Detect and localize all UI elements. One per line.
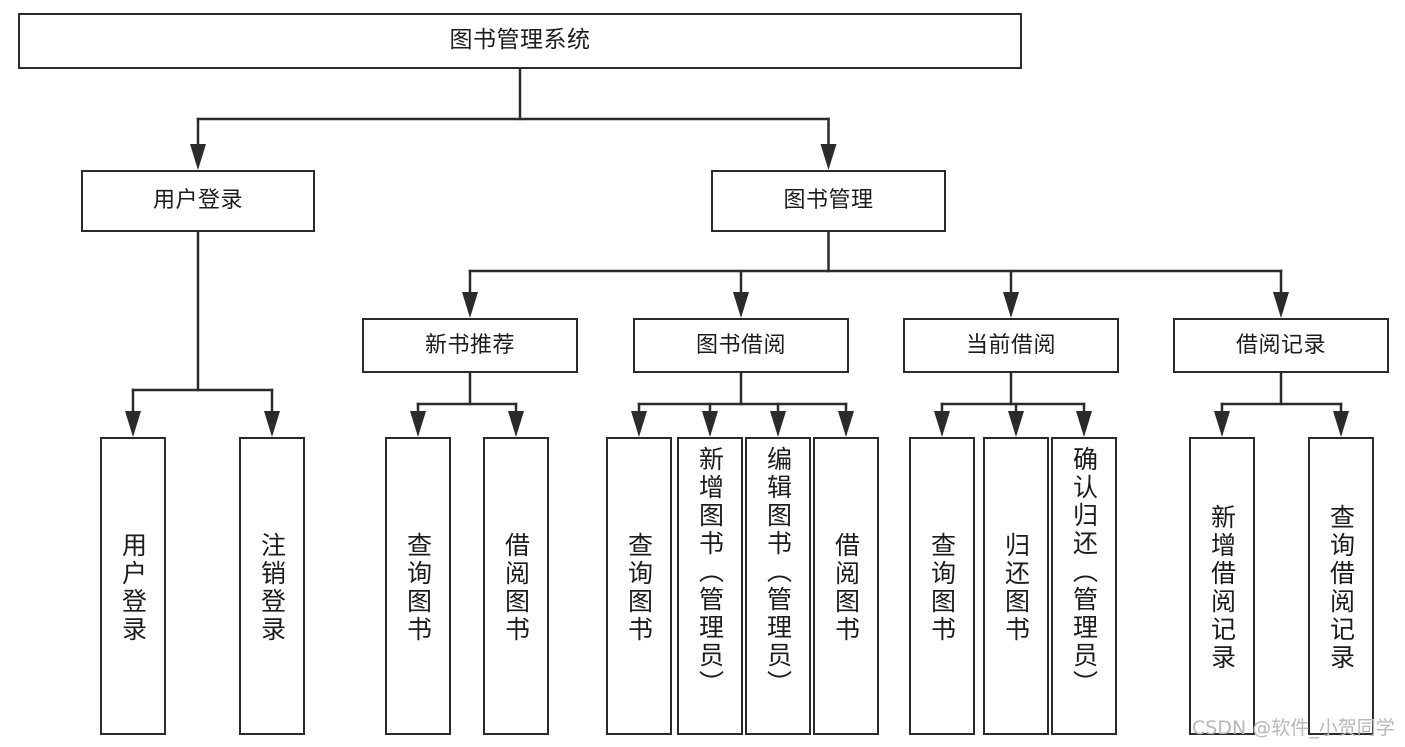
node-leaf-logout-login[interactable]: 注销登录 — [239, 437, 305, 735]
node-book-borrowing[interactable]: 图书借阅 — [633, 318, 849, 373]
node-user-login[interactable]: 用户登录 — [81, 170, 315, 232]
node-label: 注销登录 — [257, 532, 287, 644]
node-label: 借阅记录 — [1235, 332, 1326, 358]
node-leaf-add-book-admin[interactable]: 新增图书（管理员） — [677, 437, 743, 735]
node-leaf-add-borrow-record[interactable]: 新增借阅记录 — [1189, 437, 1255, 735]
node-label: 查询图书 — [624, 532, 654, 644]
node-leaf-borrow-book[interactable]: 借阅图书 — [813, 437, 879, 735]
node-label: 借阅图书 — [501, 532, 531, 644]
node-label: 查询借阅记录 — [1326, 504, 1356, 672]
node-label: 图书管理系统 — [449, 27, 591, 54]
node-leaf-query-book-borrow[interactable]: 查询图书 — [606, 437, 672, 735]
node-new-book-recommendation[interactable]: 新书推荐 — [362, 318, 578, 373]
node-label: 借阅图书 — [831, 532, 861, 644]
node-label: 确认归还（管理员） — [1069, 446, 1099, 698]
node-label: 归还图书 — [1001, 532, 1031, 644]
node-leaf-return-book[interactable]: 归还图书 — [983, 437, 1049, 735]
node-leaf-borrow-book-rec[interactable]: 借阅图书 — [483, 437, 549, 735]
node-leaf-confirm-return-admin[interactable]: 确认归还（管理员） — [1051, 437, 1117, 735]
node-current-borrowing[interactable]: 当前借阅 — [903, 318, 1119, 373]
node-label: 图书管理 — [783, 188, 874, 214]
node-borrowing-records[interactable]: 借阅记录 — [1173, 318, 1389, 373]
node-label: 新增借阅记录 — [1207, 504, 1237, 672]
node-leaf-query-book-current[interactable]: 查询图书 — [909, 437, 975, 735]
node-label: 新书推荐 — [424, 332, 515, 358]
node-label: 编辑图书（管理员） — [763, 446, 793, 698]
node-leaf-user-login[interactable]: 用户登录 — [100, 437, 166, 735]
node-leaf-query-book-rec[interactable]: 查询图书 — [385, 437, 451, 735]
node-label: 查询图书 — [927, 532, 957, 644]
node-label: 当前借阅 — [965, 332, 1056, 358]
node-root-system[interactable]: 图书管理系统 — [18, 13, 1022, 69]
node-label: 查询图书 — [403, 532, 433, 644]
node-leaf-query-borrow-record[interactable]: 查询借阅记录 — [1308, 437, 1374, 735]
node-label: 图书借阅 — [695, 332, 786, 358]
node-book-management[interactable]: 图书管理 — [711, 170, 946, 232]
node-label: 用户登录 — [152, 188, 243, 214]
node-label: 用户登录 — [118, 532, 148, 644]
node-label: 新增图书（管理员） — [695, 446, 725, 698]
watermark-text: CSDN @软件_小贺同学 — [1192, 717, 1395, 739]
node-leaf-edit-book-admin[interactable]: 编辑图书（管理员） — [745, 437, 811, 735]
